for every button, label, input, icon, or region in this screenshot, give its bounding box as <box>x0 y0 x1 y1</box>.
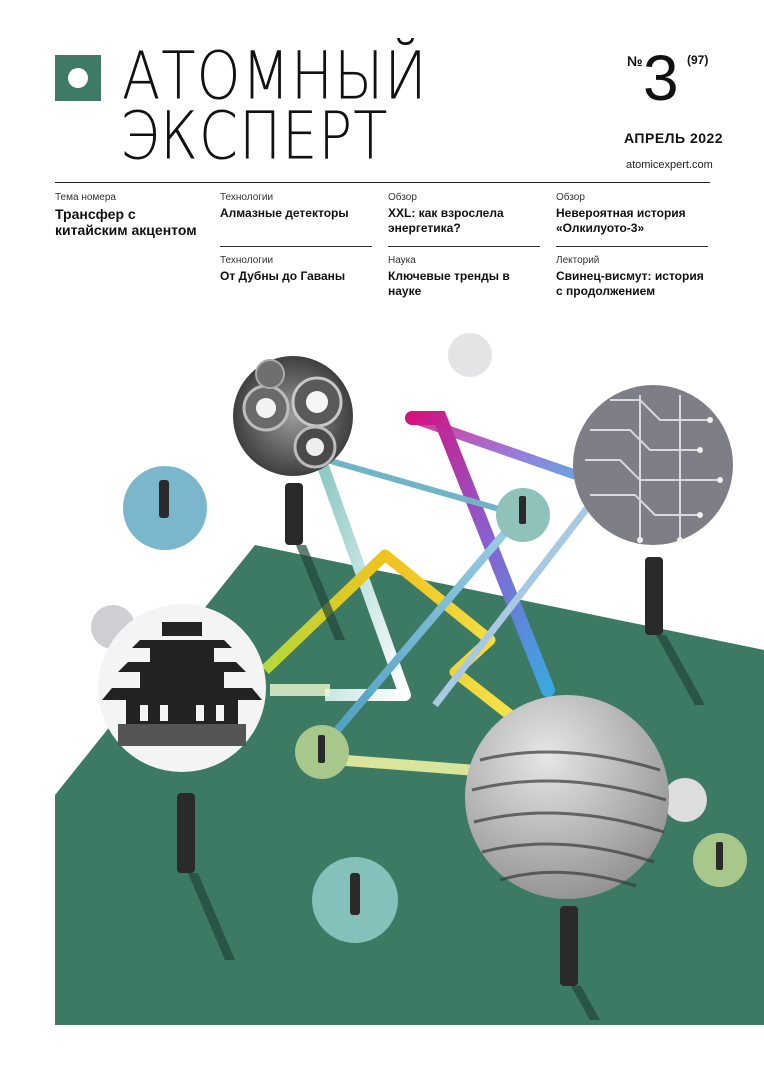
person-silhouette-icon <box>350 873 360 915</box>
teal-beam-link <box>319 455 521 518</box>
person-silhouette-icon <box>159 480 169 518</box>
cover-illustration <box>55 333 764 1025</box>
figure-shadow <box>656 635 705 705</box>
tea-field-photo <box>465 695 669 899</box>
contents-headline: Трансфер с китайским акцентом <box>55 206 197 238</box>
contents-divider <box>388 246 540 247</box>
logo-icon <box>55 55 101 101</box>
contents-item[interactable]: Технологии Алмазные детекторы <box>220 192 372 221</box>
logo-dot <box>68 68 88 88</box>
blue-beam <box>318 512 524 751</box>
contents-divider <box>556 246 708 247</box>
contents-headline: Невероятная история «Олкилуото-3» <box>556 206 686 235</box>
pagoda-photo <box>98 604 266 772</box>
teal-beam <box>314 455 411 701</box>
contents-category: Технологии <box>220 255 274 266</box>
cells-photo <box>233 356 353 476</box>
issue-date: АПРЕЛЬ 2022 <box>624 130 724 146</box>
figure-shadow <box>296 545 345 640</box>
contents-category: Тема номера <box>55 192 116 203</box>
contents-divider <box>220 246 372 247</box>
grey-dot <box>663 778 707 822</box>
contents-item[interactable]: Обзор Невероятная история «Олкилуото-3» <box>556 192 708 236</box>
circuit-photo <box>573 385 733 545</box>
yellow-beam <box>261 549 514 720</box>
person-silhouette-icon <box>519 496 526 524</box>
contents-item-lead[interactable]: Тема номера Трансфер с китайским акценто… <box>55 192 207 238</box>
figure-shadow <box>188 873 235 960</box>
contents-headline: XXL: как взрослела энергетика? <box>388 206 504 235</box>
contents-item[interactable]: Технологии От Дубны до Гаваны <box>220 255 372 284</box>
person-silhouette-icon <box>177 793 195 873</box>
contents-item[interactable]: Наука Ключевые тренды в науке <box>388 255 540 299</box>
contents-item[interactable]: Обзор XXL: как взрослела энергетика? <box>388 192 540 236</box>
magenta-beam-branch <box>407 413 610 490</box>
person-silhouette-icon <box>560 906 578 986</box>
issue-total: (97) <box>687 53 709 67</box>
person-silhouette-icon <box>318 735 325 763</box>
magazine-title-line1: АТОМНЫЙ <box>122 38 428 115</box>
contents-category: Обзор <box>556 192 585 203</box>
contents-headline: Алмазные детекторы <box>220 206 349 220</box>
issue-prefix: № <box>627 53 643 69</box>
yellow-green-beam <box>339 754 471 776</box>
contents-category: Наука <box>388 255 416 266</box>
contents-category: Технологии <box>220 192 274 203</box>
contents-headline: Ключевые тренды в науке <box>388 269 510 298</box>
figure-shadow <box>571 986 600 1020</box>
contents-category: Лекторий <box>556 255 600 266</box>
grey-dot <box>448 333 492 377</box>
blue-beam-2 <box>432 482 608 708</box>
contents-category: Обзор <box>388 192 417 203</box>
magazine-title-line2: ЭКСПЕРТ <box>120 98 389 175</box>
contents-item[interactable]: Лекторий Свинец-висмут: история с продол… <box>556 255 708 299</box>
contents-headline: Свинец-висмут: история с продолжением <box>556 269 704 298</box>
person-silhouette-icon <box>716 842 723 870</box>
person-silhouette-icon <box>285 483 303 545</box>
issue-number: 3 <box>643 42 679 114</box>
website-link[interactable]: atomicexpert.com <box>626 159 713 171</box>
person-silhouette-icon <box>645 557 663 635</box>
masthead-divider <box>55 182 710 183</box>
contents-headline: От Дубны до Гаваны <box>220 269 346 283</box>
